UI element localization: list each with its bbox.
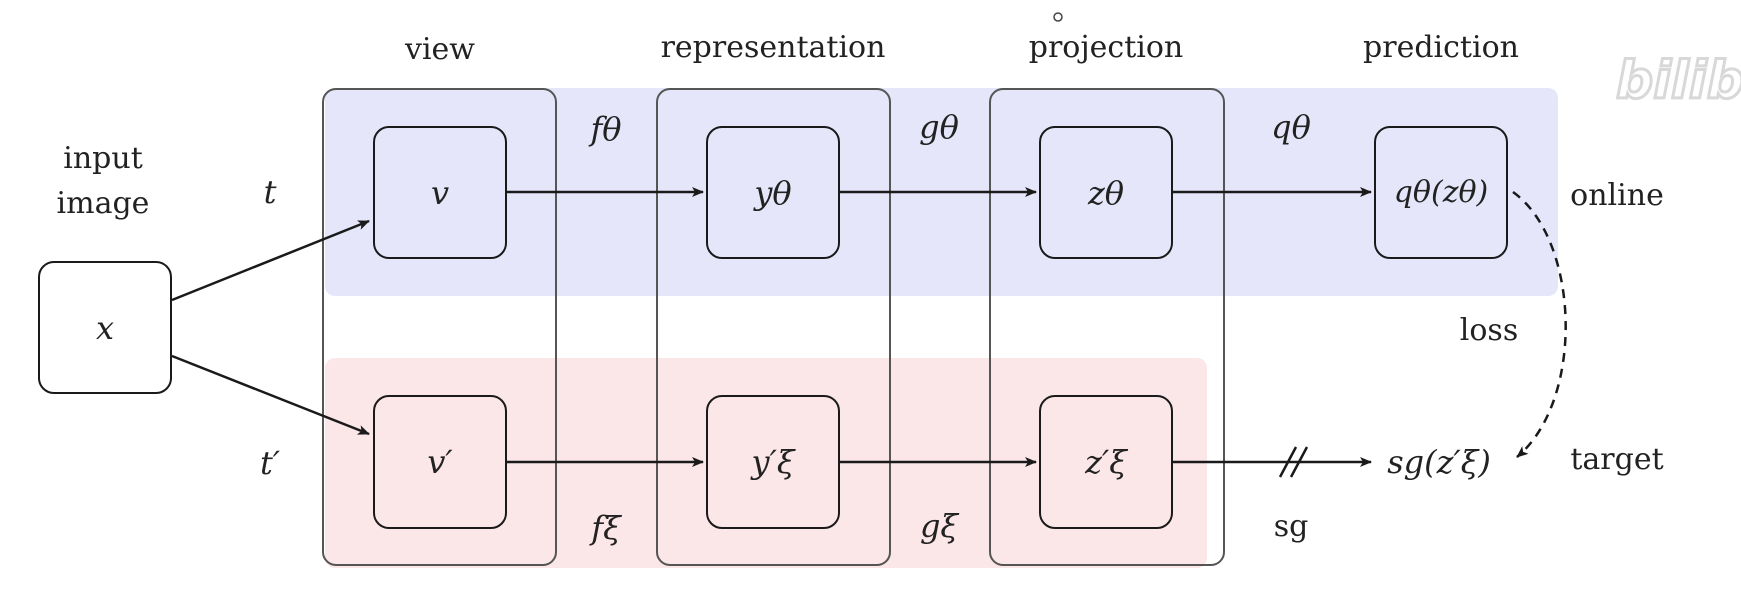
transform-t-prime-label: t′ [259, 444, 281, 482]
view-stage-column [322, 88, 557, 566]
header-projection: projection [1028, 30, 1184, 65]
target-projection-node: z′ξ [1039, 395, 1173, 529]
target-f-function-label: fξ [591, 509, 621, 547]
target-branch-band [325, 358, 1207, 568]
loss-dashed-arrow [1512, 190, 1567, 458]
arrow-input-to-target-view [171, 354, 370, 436]
header-prediction: prediction [1363, 30, 1519, 65]
representation-stage-column [656, 88, 891, 566]
transform-t-label: t [263, 173, 277, 211]
arrow-input-to-online-view [171, 219, 370, 302]
input-image-node: x [38, 261, 172, 394]
loss-label: loss [1459, 313, 1519, 348]
stop-gradient-slash-2 [1289, 446, 1309, 478]
target-output-label: sg(z′ξ) [1387, 443, 1491, 481]
online-q-function-label: qθ [1271, 108, 1311, 146]
stop-gradient-label: sg [1273, 509, 1309, 544]
target-view-node: v′ [373, 395, 507, 529]
online-prediction-node: qθ(zθ) [1374, 126, 1508, 259]
stop-gradient-slash-1 [1278, 446, 1298, 478]
bilibili-watermark-logo: bilibili [1615, 50, 1741, 113]
projection-stage-column [989, 88, 1225, 566]
target-representation-node: y′ξ [706, 395, 840, 529]
header-representation: representation [660, 30, 886, 65]
online-projection-node: zθ [1039, 126, 1173, 259]
target-g-function-label: gξ [919, 507, 959, 545]
header-view: view [405, 32, 475, 67]
small-circle-marker [1053, 12, 1063, 22]
online-g-function-label: gθ [919, 108, 959, 146]
input-label-line2: image [56, 186, 150, 221]
online-view-node: v [373, 126, 507, 259]
online-representation-node: yθ [706, 126, 840, 259]
input-label-line1: input [63, 141, 143, 176]
svg-text:bilibili: bilibili [1616, 51, 1741, 111]
target-branch-label: target [1570, 442, 1664, 477]
online-branch-label: online [1570, 178, 1664, 213]
online-f-function-label: fθ [590, 110, 622, 148]
